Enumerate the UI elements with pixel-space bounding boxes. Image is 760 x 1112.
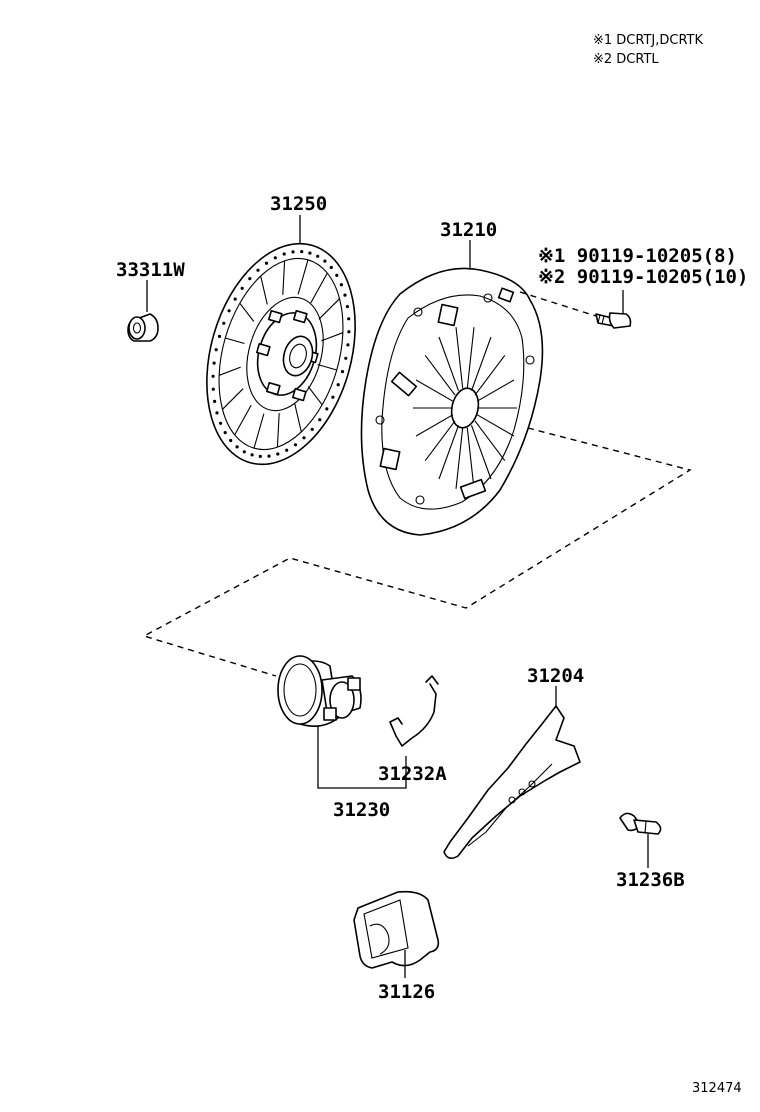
part-label-31232a[interactable]: 31232A <box>378 763 447 785</box>
retaining-clip-part[interactable] <box>389 675 439 747</box>
part-label-bolt-2[interactable]: ※2 90119-10205(10) <box>538 266 748 288</box>
part-label-31204[interactable]: 31204 <box>527 665 584 687</box>
variant-note-2: ※2 DCRTL <box>593 52 659 67</box>
dust-boot-part[interactable] <box>353 890 440 969</box>
diagram-id: 312474 <box>692 1081 742 1096</box>
part-label-bolt-1[interactable]: ※1 90119-10205(8) <box>538 245 737 267</box>
part-label-31236b[interactable]: 31236B <box>616 869 685 891</box>
part-label-31250[interactable]: 31250 <box>270 193 327 215</box>
variant-note-1: ※1 DCRTJ,DCRTK <box>593 33 703 48</box>
bolt-part[interactable] <box>595 312 632 329</box>
release-bearing-part[interactable] <box>277 655 362 727</box>
pressure-plate-part[interactable] <box>360 267 544 536</box>
release-fork-part[interactable] <box>443 705 581 860</box>
part-label-33311w[interactable]: 33311W <box>116 259 185 281</box>
pivot-stud-part[interactable] <box>619 812 662 835</box>
clutch-disc-part[interactable] <box>183 226 380 482</box>
part-label-31126[interactable]: 31126 <box>378 981 435 1003</box>
part-label-31210[interactable]: 31210 <box>440 219 497 241</box>
pilot-bearing-part[interactable] <box>127 313 159 342</box>
part-label-31230[interactable]: 31230 <box>333 799 390 821</box>
